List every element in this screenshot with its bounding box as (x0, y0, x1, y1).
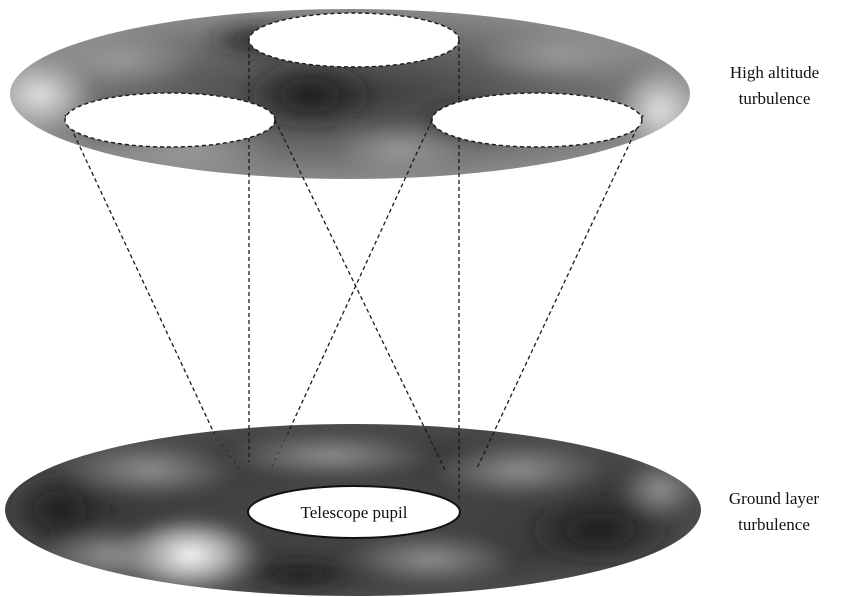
footprint-left (65, 93, 275, 147)
ground-layer-label: Ground layer turbulence (709, 486, 839, 538)
high-altitude-label-line1: High altitude (712, 60, 837, 86)
telescope-pupil: Telescope pupil (248, 486, 460, 538)
ground-layer-label-line2: turbulence (709, 512, 839, 538)
footprint-right (432, 93, 642, 147)
high-altitude-label-line2: turbulence (712, 86, 837, 112)
ground-layer-label-line1: Ground layer (709, 486, 839, 512)
footprint-center (249, 13, 459, 67)
high-altitude-label: High altitude turbulence (712, 60, 837, 112)
pupil-label: Telescope pupil (301, 503, 408, 522)
